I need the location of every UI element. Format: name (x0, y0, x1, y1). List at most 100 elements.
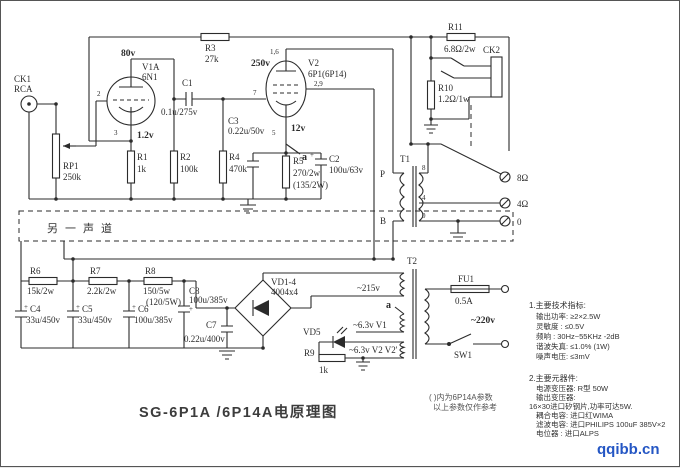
v2-pin29: 2,9 (314, 80, 323, 88)
junction-dots (54, 35, 460, 360)
capacitor-c1: C1 0.1u/275v (161, 78, 198, 117)
note-line2: 以上参数仅作参考 (433, 402, 497, 412)
ck2-label: CK2 (483, 45, 500, 55)
note-line1: ( )内为6P14A参数 (429, 392, 493, 402)
t1-tap0: 0 (422, 212, 426, 220)
switch-sw1: SW1 ~220v (454, 284, 510, 360)
spec2-line4: 耦合电容: 进口红WIMA (536, 410, 613, 420)
fu1-label: FU1 (458, 274, 474, 284)
r8-label: R8 (145, 266, 156, 276)
r3-value: 27k (205, 54, 219, 64)
r5-value: 270/2w (293, 168, 321, 178)
terminal-8ohm-label: 8Ω (517, 173, 529, 183)
spec2-line2: 输出变压器: (536, 392, 576, 402)
spec1-line1: 输出功率: ≥2×2.5W (536, 311, 601, 321)
r5-alt-value: (135/2W) (293, 180, 328, 190)
r2-value: 100k (180, 164, 199, 174)
v1a-cathode-voltage: 1.2v (137, 131, 154, 141)
tube-v1a: 80v V1A 6N1 2 3 1.2v (97, 49, 160, 141)
jack-ck2: CK2 (483, 45, 503, 98)
t2-63v1-label: ~6.3v V1 (353, 320, 387, 330)
fu1-value: 0.5A (455, 296, 473, 306)
r1-label: R1 (137, 152, 148, 162)
terminal-0-label: 0 (517, 217, 522, 227)
t2-node-a: a (386, 300, 391, 311)
spec1-line3: 频响 : 30Hz~55KHz -2dB (536, 331, 620, 341)
vd5-label: VD5 (303, 327, 321, 337)
r8-alt-value: (120/5W) (146, 297, 181, 307)
speaker-terminals: 8Ω 4Ω 0 (499, 171, 529, 227)
spec-block-1: 1.主要技术指标: 输出功率: ≥2×2.5W 灵敏度 : ≤0.5V 频响 :… (529, 300, 620, 361)
node-a-label: a (302, 152, 307, 163)
c8-plus: + (189, 305, 193, 313)
t2-215v-label: ~215v (357, 283, 380, 293)
vd14-label: VD1-4 (271, 277, 296, 287)
mains-voltage: ~220v (471, 316, 495, 326)
other-channel-box: 另一声道 (18, 210, 514, 242)
v2-pin5: 5 (272, 129, 276, 137)
c2-label: C2 (329, 154, 340, 164)
t1-tap8: 8 (422, 164, 426, 172)
c3-value: 0.22u/50v (228, 126, 265, 136)
r5-label: R5 (293, 156, 304, 166)
spec2-line6: 电位器 : 进口ALPS (536, 428, 599, 438)
c8-value: 100u/385v (189, 295, 228, 305)
spec2-line3: 16×30进口矽钢片,功率可达5W. (529, 401, 633, 411)
c6-plus: + (132, 303, 136, 311)
t2-63v2-label: ~6.3v V2 V2' (349, 345, 398, 355)
r6-label: R6 (30, 266, 41, 276)
resistor-r10: R10 1.2Ω/1w (426, 80, 470, 110)
v2-pin7: 7 (253, 89, 257, 97)
c7-value: 0.22u/400v (184, 334, 225, 344)
vd14-value: 4004x4 (271, 287, 299, 297)
c4-value: 33u/450v (26, 315, 61, 325)
v1a-pin2: 2 (97, 90, 101, 98)
t2-label: T2 (407, 256, 417, 266)
v1a-label: V1A (142, 62, 160, 72)
c1-value: 0.1u/275v (161, 107, 198, 117)
capacitor-c2: + C2 100u/63v (310, 151, 364, 175)
c5-value: 33u/450v (78, 315, 113, 325)
r10-label: R10 (438, 83, 454, 93)
spec2-title: 2.主要元器件: (529, 373, 578, 383)
bridge-rectifier-vd1-4: VD1-4 4004x4 (234, 277, 299, 337)
rp1-value: 250k (63, 172, 82, 182)
ck1-type-label: RCA (14, 84, 33, 94)
c4-plus: + (24, 303, 28, 311)
v2-cathode-voltage: 12v (291, 124, 306, 134)
c1-label: C1 (182, 78, 193, 88)
transformer-t2: T2 ~215v a ~6.3v V1 ~6.3v V2 V2' (349, 256, 430, 359)
c4-label: C4 (30, 304, 41, 314)
sw1-label: SW1 (454, 350, 472, 360)
v1a-type: 6N1 (142, 72, 158, 82)
r11-value: 6.8Ω/2w (444, 44, 476, 54)
capacitor-c3: C3 0.22u/50v (228, 116, 265, 168)
v2-plate-voltage: 250v (251, 59, 270, 69)
r2-label: R2 (180, 152, 191, 162)
r7-label: R7 (90, 266, 101, 276)
rp1-label: RP1 (63, 161, 79, 171)
resistor-r5: R5 270/2w (135/2W) (281, 155, 328, 190)
jack-ck1: CK1 RCA (14, 74, 38, 113)
v2-label: V2 (308, 58, 319, 68)
r8-value: 150/5w (143, 286, 171, 296)
c6-label: C6 (138, 304, 149, 314)
c2-value: 100u/63v (329, 165, 364, 175)
t1-p-label: P (380, 169, 385, 179)
resistor-r11: R11 6.8Ω/2w (444, 22, 476, 54)
c2-plus: + (310, 151, 314, 159)
terminal-4ohm-label: 4Ω (517, 199, 529, 209)
r10-value: 1.2Ω/1w (438, 94, 470, 104)
r9-label: R9 (304, 348, 315, 358)
filter-chain: R6 15k/2w R7 2.2k/2w R8 150/5w (120/5W) (27, 266, 181, 307)
v2-pin16: 1,6 (270, 48, 279, 56)
spec1-line5: 噪声电压: ≤3mV (536, 351, 590, 361)
resistor-r9: R9 1k (304, 348, 346, 375)
spec1-title: 1.主要技术指标: (529, 300, 586, 310)
tube-v2: 250v 1,6 V2 6P1(6P14) 7 2,9 5 12v a (251, 48, 347, 163)
r11-label: R11 (448, 22, 463, 32)
potentiometer-rp1: RP1 250k (51, 133, 82, 182)
spec1-line2: 灵敏度 : ≤0.5V (536, 321, 584, 331)
